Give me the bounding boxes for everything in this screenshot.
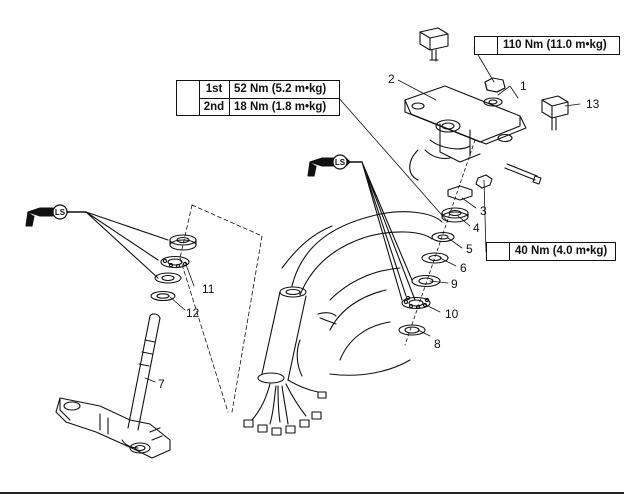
callout-leaders: [144, 47, 581, 383]
torque-value-52: 52 Nm (5.2 m•kg): [234, 83, 327, 95]
callout-7: 7: [158, 377, 165, 391]
lubricant-symbol-left: [25, 204, 169, 279]
torque-box-steps: 1st 52 Nm (5.2 m•kg) 2nd 18 Nm (1.8 m•kg…: [176, 80, 340, 116]
torque-stage-1st: 1st: [199, 81, 230, 98]
callout-12: 12: [186, 306, 200, 320]
callout-13: 13: [586, 97, 600, 111]
torque-box-mid: 40 Nm (4.0 m•kg): [486, 242, 616, 261]
torque-box-top: 110 Nm (11.0 m•kg): [474, 36, 620, 55]
callout-3: 3: [480, 204, 487, 218]
bottom-rule: [0, 492, 624, 494]
torque-value-40: 40 Nm (4.0 m•kg): [515, 245, 608, 257]
torque-stage-2nd: 2nd: [199, 99, 230, 116]
torque-wrench-cell: [475, 37, 498, 54]
callout-10: 10: [445, 307, 459, 321]
lubricant-symbol-center: [307, 154, 416, 301]
torque-wrench-cell: [177, 81, 200, 115]
callout-11: 11: [202, 282, 215, 296]
torque-wrench-cell: [487, 243, 510, 260]
callout-1: 1: [520, 79, 527, 93]
lubricant-label-left: LS: [55, 208, 66, 217]
frame-head-pipe: [179, 204, 443, 436]
callout-6: 6: [460, 261, 467, 275]
lower-bracket-assembly: [55, 234, 229, 459]
callout-9: 9: [451, 277, 458, 291]
callout-5: 5: [466, 242, 473, 256]
torque-value-18: 18 Nm (1.8 m•kg): [234, 101, 327, 113]
lubricant-label-center: LS: [335, 158, 346, 167]
stem-parts-stack: [398, 139, 476, 346]
upper-bracket-assembly: [404, 27, 569, 189]
torque-value-110: 110 Nm (11.0 m•kg): [503, 39, 607, 51]
callout-2: 2: [388, 72, 395, 86]
callout-4: 4: [473, 221, 480, 235]
callout-8: 8: [434, 337, 441, 351]
